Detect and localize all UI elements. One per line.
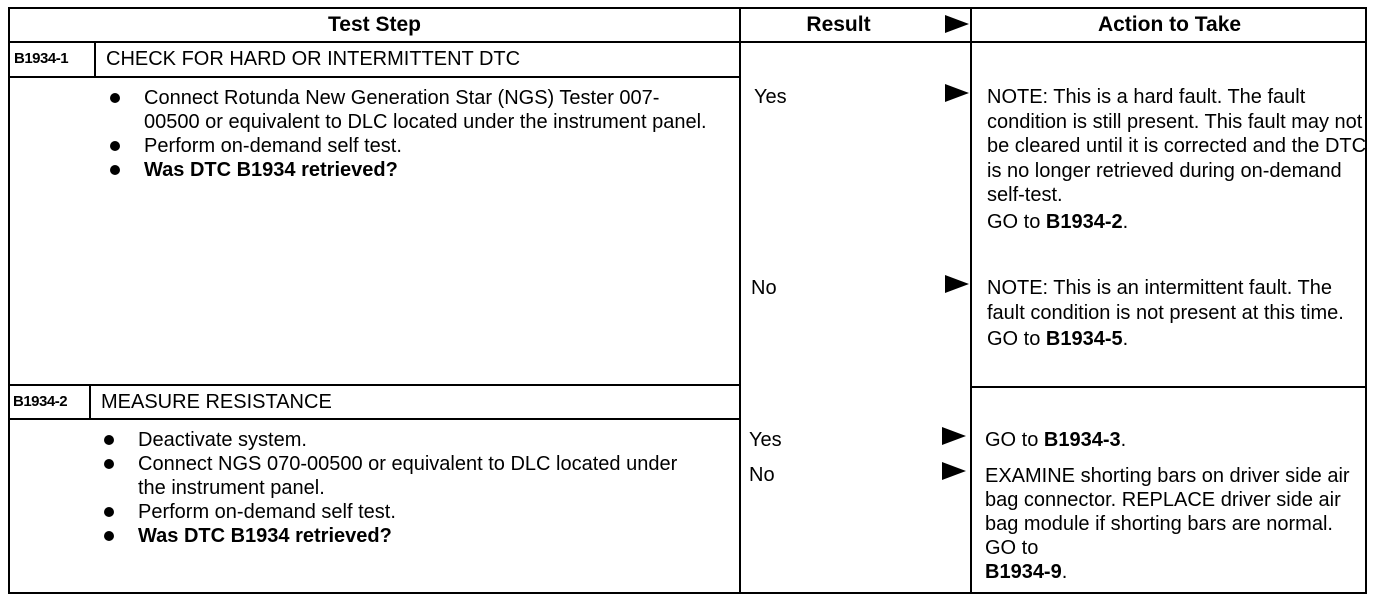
goto-prefix: GO to [987, 210, 1046, 233]
step2-bullets: Deactivate system. Connect NGS 070-00500… [102, 428, 702, 548]
action-goto: GO to B1934-3. [985, 428, 1365, 453]
step2-action-yes: GO to B1934-3. [985, 428, 1365, 453]
step1-title: CHECK FOR HARD OR INTERMITTENT DTC [106, 48, 521, 70]
table-frame [8, 7, 1367, 594]
step2-result-no: No [749, 464, 775, 486]
goto-target: B1934-9 [985, 561, 1062, 583]
step2-bullet: Was DTC B1934 retrieved? [102, 524, 702, 548]
step2-title: MEASURE RESISTANCE [101, 391, 332, 413]
step1-title-underline [8, 76, 740, 78]
step2-action-no: EXAMINE shorting bars on driver side air… [985, 464, 1365, 584]
step2-code-divider [89, 385, 91, 420]
arrow-icon [945, 84, 969, 102]
step2-bullet: Deactivate system. [102, 428, 702, 452]
action-note: EXAMINE shorting bars on driver side air… [985, 465, 1350, 559]
arrow-icon [942, 427, 966, 445]
step2-code: B1934-2 [13, 393, 68, 410]
header-arrow-icon [945, 15, 969, 33]
arrow-icon [945, 275, 969, 293]
header-test-step: Test Step [328, 12, 421, 36]
step1-result-no: No [751, 277, 777, 299]
arrow-icon [942, 462, 966, 480]
goto-target: B1934-2 [1045, 210, 1123, 233]
action-goto: GO to B1934-5. [987, 327, 1367, 352]
header-result: Result [806, 12, 871, 36]
goto-prefix: GO to [985, 429, 1044, 451]
divider-test-result [739, 7, 741, 594]
goto-target: B1934-3 [1043, 429, 1121, 451]
step-boundary-left [8, 384, 740, 386]
step1-bullet: Connect Rotunda New Generation Star (NGS… [108, 86, 708, 134]
step1-action-yes: NOTE: This is a hard fault. The fault co… [987, 85, 1367, 234]
step-boundary-right [970, 386, 1367, 388]
header-action: Action to Take [1097, 12, 1242, 36]
step1-result-yes: Yes [754, 86, 787, 108]
step1-bullets: Connect Rotunda New Generation Star (NGS… [108, 86, 708, 182]
goto-suffix: . [1122, 328, 1129, 350]
header-separator [8, 41, 1367, 43]
goto-suffix: . [1061, 561, 1068, 583]
step2-bullet: Connect NGS 070-00500 or equivalent to D… [102, 452, 702, 500]
divider-result-action [970, 7, 972, 594]
step2-result-yes: Yes [749, 429, 782, 451]
action-goto: B1934-9. [985, 560, 1365, 584]
step1-action-no: NOTE: This is an intermittent fault. The… [987, 276, 1367, 352]
action-goto: GO to B1934-2. [987, 210, 1367, 235]
step1-code-divider [94, 42, 96, 77]
step2-bullet: Perform on-demand self test. [102, 500, 702, 524]
step1-bullet: Perform on-demand self test. [108, 134, 708, 158]
action-note: NOTE: This is an intermittent fault. The… [987, 277, 1344, 324]
goto-target: B1934-5 [1045, 328, 1123, 350]
step1-code: B1934-1 [14, 50, 69, 67]
goto-suffix: . [1122, 210, 1129, 233]
action-note: NOTE: This is a hard fault. The fault co… [987, 86, 1367, 206]
step1-bullet: Was DTC B1934 retrieved? [108, 158, 708, 182]
goto-suffix: . [1120, 429, 1127, 451]
goto-prefix: GO to [987, 328, 1046, 350]
step2-title-underline [8, 418, 740, 420]
